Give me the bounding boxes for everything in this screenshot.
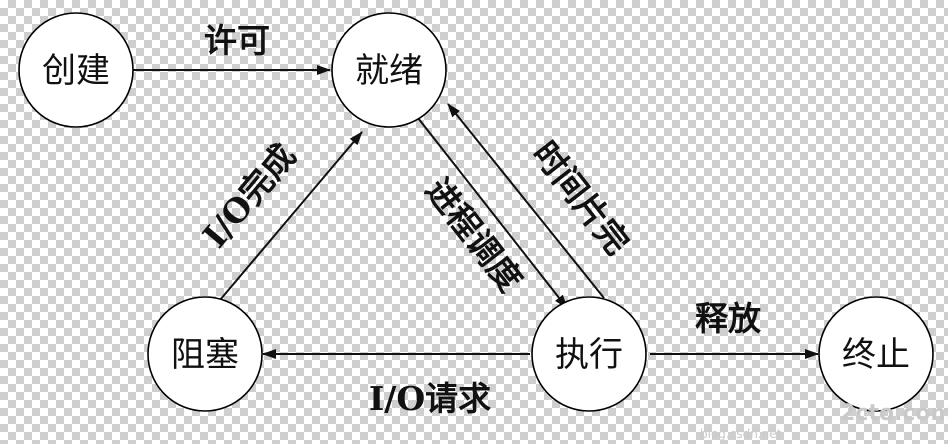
state-running-label: 执行: [555, 335, 623, 375]
label-running-to-ready: 时间片完: [525, 134, 637, 262]
label-create-to-ready: 许可: [204, 21, 270, 60]
edge-ready-to-running: [417, 117, 568, 309]
state-blocked: 阻塞: [147, 296, 263, 412]
state-blocked-label: 阻塞: [171, 335, 239, 375]
label-blocked-to-ready: I/O完成: [195, 136, 303, 255]
state-create-label: 创建: [42, 51, 110, 91]
state-ready-label: 就绪: [355, 51, 423, 91]
label-running-to-terminated: 释放: [695, 299, 762, 338]
state-terminated-label: 终止: [842, 335, 910, 375]
state-create: 创建: [18, 12, 134, 128]
state-ready: 就绪: [331, 12, 447, 128]
watermark-url: blog.csdn.net: [700, 427, 782, 441]
edge-blocked-to-ready: [219, 131, 363, 301]
state-terminated: 终止: [818, 296, 934, 412]
state-running: 执行: [531, 296, 647, 412]
label-running-to-blocked: I/O请求: [369, 379, 491, 418]
watermark-logo: 2cto.com: [840, 401, 948, 426]
edge-running-to-ready: [447, 103, 605, 299]
